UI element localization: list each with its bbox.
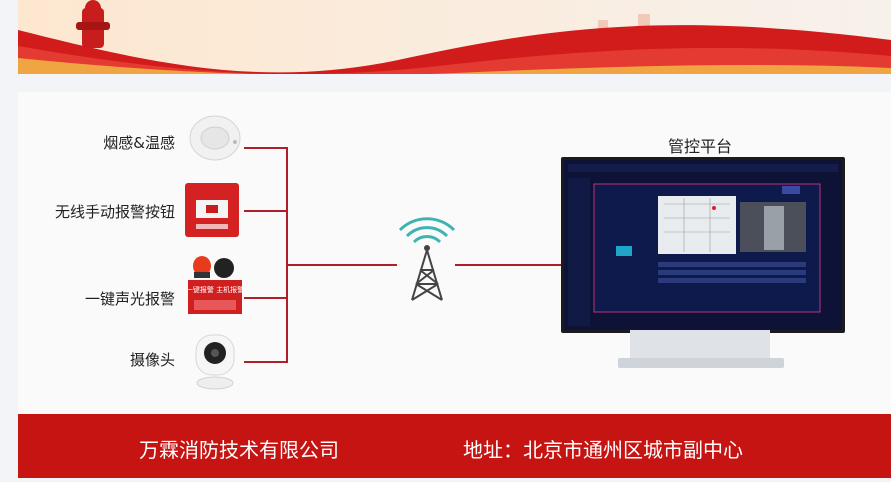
banner-graphic	[18, 0, 891, 74]
monitor-stand	[630, 330, 770, 360]
manual-alarm-button-icon	[185, 183, 239, 237]
company-name: 万霖消防技术有限公司	[139, 438, 339, 462]
connector-camera	[244, 361, 287, 363]
camera-icon	[195, 334, 235, 390]
connector-trunk	[286, 147, 288, 363]
device-label-smoke: 烟感&温感	[103, 134, 175, 152]
management-platform-monitor	[561, 157, 845, 333]
fire-hydrant-icon	[76, 0, 110, 48]
device-label-camera: 摄像头	[129, 351, 175, 369]
monitor-stand-base	[618, 358, 784, 368]
platform-title: 管控平台	[668, 137, 733, 156]
footer-bar: 万霖消防技术有限公司 地址：北京市通州区城市副中心	[18, 414, 891, 478]
header-banner	[18, 0, 891, 74]
connector-smoke	[244, 147, 287, 149]
sound-light-alarm-icon: 一键报警 主机报警	[186, 256, 244, 314]
smoke-detector-icon	[189, 115, 241, 161]
alarm-box-text: 一键报警 主机报警	[186, 285, 244, 294]
connector-to-tower	[287, 264, 397, 266]
device-label-sound-light: 一键声光报警	[84, 290, 175, 308]
company-address: 地址：北京市通州区城市副中心	[463, 438, 743, 462]
connector-sound-light	[244, 297, 287, 299]
signal-tower-icon	[398, 217, 456, 301]
connector-manual-button	[244, 210, 287, 212]
platform-screen	[564, 160, 842, 330]
connector-to-platform	[455, 264, 562, 266]
device-label-manual-button: 无线手动报警按钮	[54, 203, 175, 221]
